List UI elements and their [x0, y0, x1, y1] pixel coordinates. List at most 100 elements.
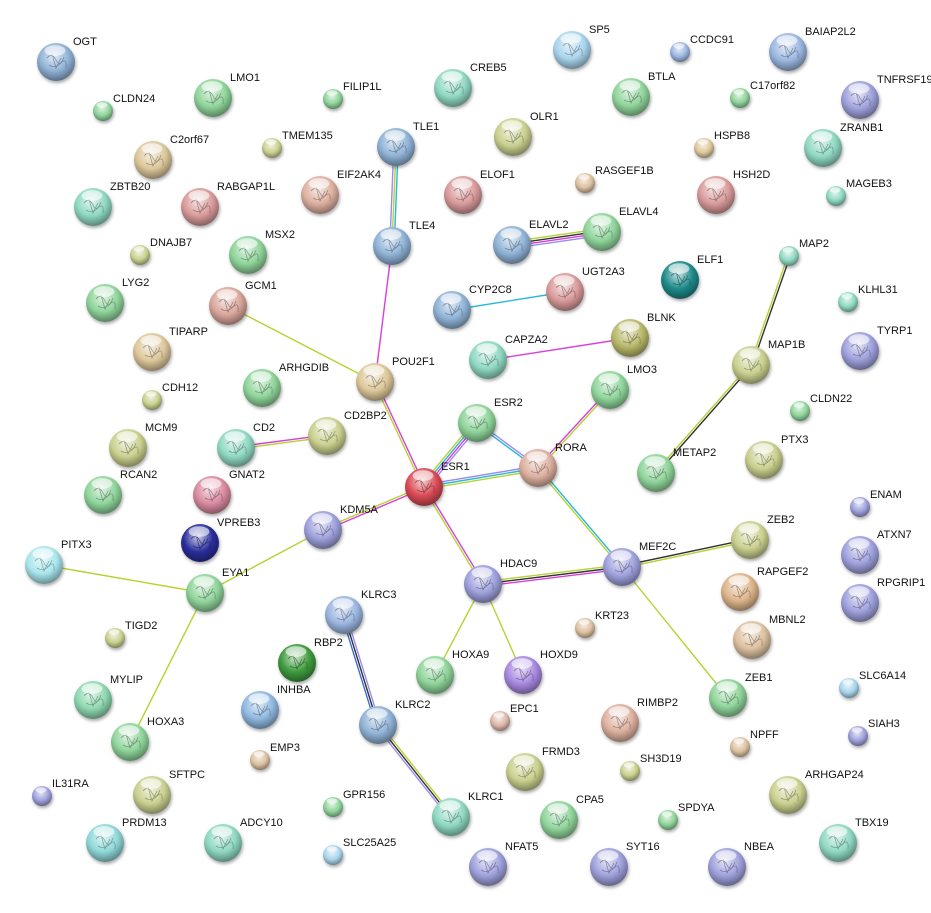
node-msx2[interactable]: MSX2 [229, 229, 295, 274]
node-tbx19[interactable]: TBX19 [819, 817, 889, 862]
edge-gcm1-pou2f1[interactable] [227, 305, 376, 383]
edge-pitx3-eya1[interactable] [43, 564, 206, 594]
node-zranb1[interactable]: ZRANB1 [804, 122, 883, 167]
node-hoxa3[interactable]: HOXA3 [111, 716, 184, 761]
node-c17orf82[interactable]: C17orf82 [730, 80, 795, 108]
node-elof1[interactable]: ELOF1 [444, 169, 515, 214]
node-nfat5[interactable]: NFAT5 [469, 841, 538, 886]
node-rimbp2[interactable]: RIMBP2 [601, 697, 678, 742]
node-zeb2[interactable]: ZEB2 [731, 514, 795, 559]
node-filip1l[interactable]: FILIP1L [323, 81, 382, 109]
node-il31ra[interactable]: IL31RA [32, 778, 89, 806]
node-syt16[interactable]: SYT16 [590, 841, 660, 886]
node-emp3[interactable]: EMP3 [250, 742, 300, 770]
node-spdya[interactable]: SPDYA [658, 802, 715, 830]
node-cyp2c8[interactable]: CYP2C8 [433, 284, 512, 329]
node-tle1[interactable]: TLE1 [377, 121, 439, 166]
node-ogt[interactable]: OGT [37, 36, 97, 81]
node-pitx3[interactable]: PITX3 [25, 539, 92, 584]
node-rpgrip1[interactable]: RPGRIP1 [841, 577, 925, 622]
node-ccdc91[interactable]: CCDC91 [670, 34, 734, 62]
edge-klrc3-klrc2[interactable] [341, 614, 381, 726]
node-gcm1[interactable]: GCM1 [209, 280, 277, 325]
node-dnajb7[interactable]: DNAJB7 [130, 237, 192, 265]
edge-kdm5a-eya1[interactable] [204, 529, 324, 594]
node-tyrp1[interactable]: TYRP1 [841, 325, 912, 370]
edge-capza2-blnk[interactable] [487, 337, 631, 361]
node-cd2[interactable]: CD2 [217, 422, 275, 467]
node-mageb3[interactable]: MAGEB3 [826, 178, 892, 206]
node-hspb8[interactable]: HSPB8 [694, 130, 750, 158]
node-vpreb3[interactable]: VPREB3 [181, 517, 260, 562]
node-creb5[interactable]: CREB5 [434, 62, 507, 107]
node-zeb1[interactable]: ZEB1 [709, 672, 773, 717]
node-siah3[interactable]: SIAH3 [848, 718, 900, 746]
node-ugt2a3[interactable]: UGT2A3 [546, 266, 625, 311]
node-rcan2[interactable]: RCAN2 [84, 469, 157, 514]
edge-cyp2c8-ugt2a3[interactable] [451, 291, 566, 311]
node-klhl31[interactable]: KLHL31 [838, 284, 898, 312]
node-npff[interactable]: NPFF [730, 729, 779, 757]
node-esr2[interactable]: ESR2 [458, 397, 523, 442]
node-eya1[interactable]: EYA1 [186, 567, 249, 612]
node-arhgdib[interactable]: ARHGDIB [243, 362, 329, 407]
node-mbnl2[interactable]: MBNL2 [733, 614, 806, 659]
node-tiparp[interactable]: TIPARP [133, 326, 208, 371]
edge-eya1-hoxa3[interactable] [129, 592, 206, 743]
node-lmo3[interactable]: LMO3 [591, 364, 657, 409]
node-pou2f1[interactable]: POU2F1 [356, 356, 435, 401]
node-hdac9[interactable]: HDAC9 [464, 558, 537, 603]
edge-rora-mef2c[interactable] [536, 466, 624, 569]
node-hoxa9[interactable]: HOXA9 [416, 649, 489, 694]
node-c2orf67[interactable]: C2orf67 [134, 134, 209, 179]
edge-map2-map1b[interactable] [749, 255, 791, 366]
node-atxn7[interactable]: ATXN7 [841, 529, 912, 574]
node-elavl4[interactable]: ELAVL4 [583, 206, 659, 251]
node-nbea[interactable]: NBEA [708, 841, 775, 886]
node-tle4[interactable]: TLE4 [373, 220, 435, 265]
node-sp5[interactable]: SP5 [553, 24, 610, 69]
node-cd2bp2[interactable]: CD2BP2 [308, 410, 387, 455]
node-esr1[interactable]: ESR1 [405, 461, 470, 506]
node-sftpc[interactable]: SFTPC [133, 769, 205, 814]
node-sh3d19[interactable]: SH3D19 [620, 753, 682, 781]
node-epc1[interactable]: EPC1 [490, 703, 539, 731]
node-rabgap1l[interactable]: RABGAP1L [181, 181, 275, 226]
node-klrc3[interactable]: KLRC3 [325, 589, 396, 634]
node-arhgap24[interactable]: ARHGAP24 [769, 769, 864, 814]
node-metap2[interactable]: METAP2 [637, 447, 716, 492]
node-btla[interactable]: BTLA [612, 71, 676, 116]
edge-mef2c-zeb1[interactable] [621, 566, 729, 699]
node-capza2[interactable]: CAPZA2 [469, 334, 548, 379]
node-tigd2[interactable]: TIGD2 [105, 620, 157, 648]
node-rbp2[interactable]: RBP2 [278, 637, 343, 682]
node-gpr156[interactable]: GPR156 [323, 789, 385, 817]
node-cldn24[interactable]: CLDN24 [93, 93, 155, 121]
edge-esr1-rora[interactable] [423, 465, 539, 490]
node-map1b[interactable]: MAP1B [732, 339, 805, 384]
edge-map1b-metap2[interactable] [654, 363, 753, 475]
node-krt23[interactable]: KRT23 [575, 610, 629, 638]
node-lmo1[interactable]: LMO1 [194, 72, 260, 117]
node-slc25a25[interactable]: SLC25A25 [323, 837, 396, 865]
node-inhba[interactable]: INHBA [241, 684, 311, 729]
node-eif2ak4[interactable]: EIF2AK4 [301, 169, 381, 214]
node-tnfrsf19[interactable]: TNFRSF19 [841, 74, 931, 119]
node-map2[interactable]: MAP2 [779, 238, 829, 266]
edge-hdac9-mef2c[interactable] [482, 564, 623, 587]
node-rasgef1b[interactable]: RASGEF1B [575, 165, 654, 193]
node-cpa5[interactable]: CPA5 [540, 794, 604, 839]
node-gnat2[interactable]: GNAT2 [193, 469, 265, 514]
node-cldn22[interactable]: CLDN22 [790, 393, 852, 421]
node-olr1[interactable]: OLR1 [494, 111, 559, 156]
node-blnk[interactable]: BLNK [611, 312, 676, 357]
node-klrc1[interactable]: KLRC1 [432, 791, 503, 836]
node-mylip[interactable]: MYLIP [74, 674, 143, 719]
node-rora[interactable]: RORA [519, 442, 587, 487]
node-lyg2[interactable]: LYG2 [86, 277, 149, 322]
node-frmd3[interactable]: FRMD3 [506, 746, 580, 791]
node-elf1[interactable]: ELF1 [661, 254, 723, 299]
node-mef2c[interactable]: MEF2C [603, 541, 676, 586]
node-prdm13[interactable]: PRDM13 [86, 817, 167, 862]
node-ptx3[interactable]: PTX3 [745, 434, 809, 479]
